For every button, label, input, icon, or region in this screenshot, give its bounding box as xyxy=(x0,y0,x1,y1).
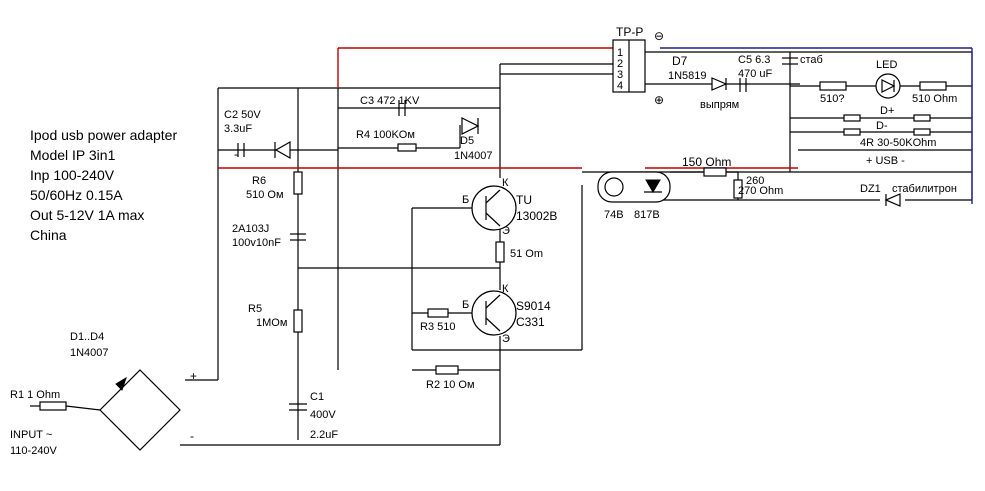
q2-name: S9014 xyxy=(516,299,551,313)
q1-collector: К xyxy=(502,177,509,189)
d5-value: 1N4007 xyxy=(454,150,493,162)
r510q-label: 510? xyxy=(820,93,844,105)
c2-label: C2 50V xyxy=(224,109,261,121)
r270-label: 270 Ohm xyxy=(738,185,783,197)
capacitors xyxy=(237,57,798,411)
r4-label: R4 100KOм xyxy=(356,129,415,141)
dz1-note: стабилитрон xyxy=(892,183,957,195)
diodes xyxy=(30,73,901,451)
c2-minus: - xyxy=(234,147,238,161)
r2-label: R2 10 Ом xyxy=(426,379,475,391)
d7-label: D7 xyxy=(672,54,688,68)
r6-value: 510 Ом xyxy=(246,189,284,201)
c1-value: 2.2uF xyxy=(310,429,338,441)
opto-label-1: 74B xyxy=(604,209,624,221)
q2-collector: К xyxy=(502,283,509,295)
dplus-label: D+ xyxy=(880,105,894,117)
d5-label: D5 xyxy=(460,135,474,147)
c5-value: 470 uF xyxy=(738,68,773,80)
info-line-6: China xyxy=(30,227,67,243)
q1-base: Б xyxy=(462,194,469,206)
r51-label: 51 Om xyxy=(510,248,543,260)
cap-2a-label: 2A103J xyxy=(232,223,269,235)
transformer xyxy=(612,39,646,93)
c1-label: C1 xyxy=(310,391,324,403)
r150-label: 150 Ohm xyxy=(682,155,731,169)
transformer-label: TP-P xyxy=(616,25,643,39)
transformer-plus: ⊕ xyxy=(654,93,664,107)
dminus-label: D- xyxy=(876,120,888,132)
opto-label-2: 817B xyxy=(634,209,660,221)
pin-1: 1 xyxy=(617,47,623,59)
d1-label: D1..D4 xyxy=(70,331,104,343)
usb-label: + USB - xyxy=(866,155,905,167)
input-voltage: 110-240V xyxy=(10,445,58,457)
bridge-plus: + xyxy=(190,369,197,383)
info-line-2: Model IP 3in1 xyxy=(30,147,116,163)
r6-label: R6 xyxy=(252,175,266,187)
r3-label: R3 510 xyxy=(420,321,455,333)
colored-wires xyxy=(218,47,973,204)
q2-emitter: Э xyxy=(502,333,510,345)
transistors xyxy=(471,185,517,336)
c2-value: 3.3uF xyxy=(224,123,252,135)
q1-value: 13002B xyxy=(516,209,557,223)
info-line-3: Inp 100-240V xyxy=(30,167,115,183)
led-label: LED xyxy=(876,59,897,71)
pin-2: 2 xyxy=(617,58,623,70)
c5-label: C5 6.3 xyxy=(738,54,770,66)
resistors xyxy=(39,81,947,411)
transformer-minus: ⊖ xyxy=(654,29,664,43)
d1-value: 1N4007 xyxy=(70,347,109,359)
d7-value: 1N5819 xyxy=(668,70,707,82)
optocoupler xyxy=(597,171,671,203)
r5-label: R5 xyxy=(248,303,262,315)
input-label: INPUT ~ xyxy=(10,429,52,441)
info-line-1: Ipod usb power adapter xyxy=(30,127,177,143)
cap-2a-value: 100v10nF xyxy=(232,237,281,249)
r1-label: R1 1 Ohm xyxy=(10,389,60,401)
q1-emitter: Э xyxy=(502,225,510,237)
c1-voltage: 400V xyxy=(310,409,336,421)
r5-value: 1MOм xyxy=(256,317,287,329)
r510ohm-label: 510 Ohm xyxy=(912,93,957,105)
c3-label: C3 472 1KV xyxy=(360,95,420,107)
info-line-4: 50/60Hz 0.15A xyxy=(30,187,123,203)
dz1-label: DZ1 xyxy=(860,183,881,195)
q2-base: Б xyxy=(462,299,469,311)
bridge-minus: - xyxy=(190,429,194,443)
r260-label: 260 xyxy=(746,175,764,187)
stab-label: стаб xyxy=(800,54,823,66)
r4r-label: 4R 30-50KOhm xyxy=(860,137,936,149)
pin-3: 3 xyxy=(617,69,623,81)
info-line-5: Out 5-12V 1A max xyxy=(30,207,144,223)
pin-4: 4 xyxy=(617,80,623,92)
wires xyxy=(180,51,973,446)
q1-name: TU xyxy=(516,193,532,207)
d7-note: выпрям xyxy=(700,99,739,111)
text-labels: Ipod usb power adapter Model IP 3in1 Inp… xyxy=(10,25,957,457)
q2-value: C331 xyxy=(516,315,545,329)
